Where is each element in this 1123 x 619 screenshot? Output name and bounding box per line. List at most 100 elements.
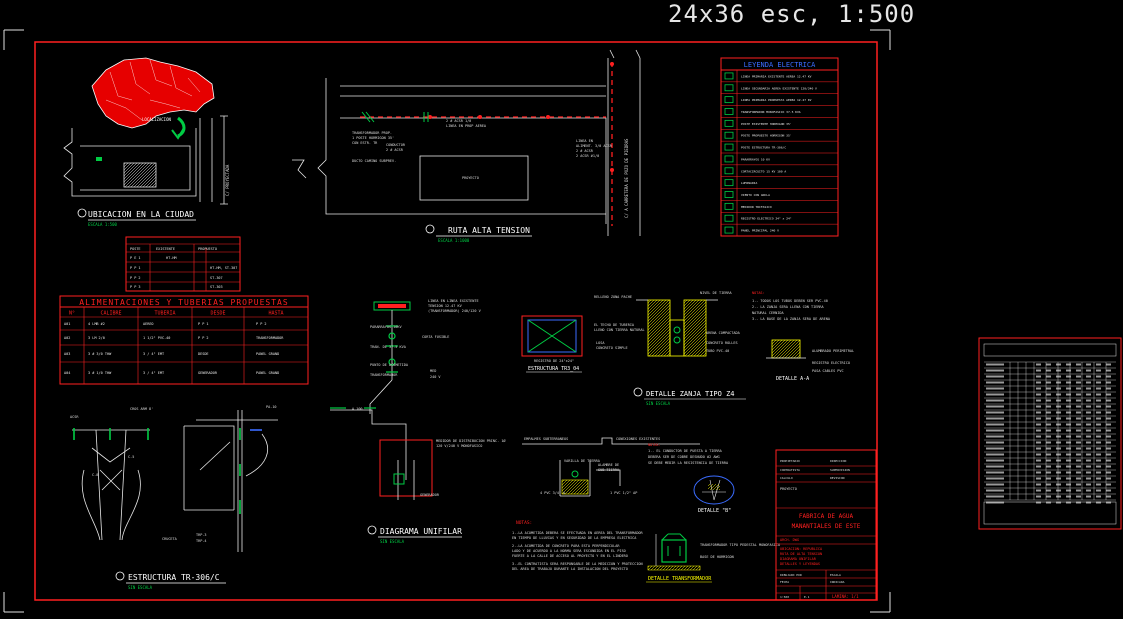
svg-text:1.- TODOS LOS TUBOS DEBEN SER: 1.- TODOS LOS TUBOS DEBEN SER PVC-40	[752, 299, 828, 303]
svg-text:ARCH. DWG: ARCH. DWG	[780, 538, 799, 542]
svg-text:DIRECCION: DIRECCION	[830, 459, 846, 463]
feeders-cell: A03	[64, 352, 70, 356]
schedule-cell	[1086, 465, 1091, 468]
svg-text:RUTA DE ALTA TENSION: RUTA DE ALTA TENSION	[780, 552, 822, 556]
schedule-row-text	[986, 483, 1004, 486]
svg-text:3.- LA BASE DE LA ZANJA SERA D: 3.- LA BASE DE LA ZANJA SERA DE ARENA	[752, 317, 831, 321]
estructura-label: ESTRUCTURA TR-306/C	[128, 573, 220, 582]
schedule-cell	[1096, 471, 1101, 474]
schedule-cell	[1086, 483, 1091, 486]
feeders-cell: 3 # 1/0 THW	[88, 371, 112, 375]
legend-symbol	[724, 155, 734, 163]
schedule-cell	[1076, 393, 1081, 396]
legend-item: VIENTO CON ANCLA	[741, 193, 770, 197]
svg-text:GENERADOR: GENERADOR	[420, 493, 440, 497]
schedule-cell	[1106, 417, 1111, 420]
schedule-cell	[1096, 459, 1101, 462]
svg-text:C/ PROYECTADA: C/ PROYECTADA	[225, 164, 230, 196]
svg-text:SUB TIERRA: SUB TIERRA	[598, 468, 620, 472]
schedule-cell	[1096, 495, 1101, 498]
schedule-row-text	[986, 441, 1004, 444]
svg-text:DETALLES Y LEYENDAS: DETALLES Y LEYENDAS	[780, 562, 820, 566]
svg-text:NOTAS:: NOTAS:	[752, 291, 765, 295]
schedule-cell	[1076, 495, 1081, 498]
svg-text:SIN ESCALA: SIN ESCALA	[380, 539, 405, 544]
svg-text:MEDIDOR DE DISTRIBUCION PRINC.: MEDIDOR DE DISTRIBUCION PRINC. 1Ø	[436, 438, 506, 443]
svg-text:NIVEL DE TIERRA: NIVEL DE TIERRA	[700, 291, 733, 295]
hv-line-dashed	[360, 62, 613, 226]
svg-text:P P 2: P P 2	[130, 276, 141, 280]
schedule-row-text	[986, 429, 1004, 432]
feeders-cell: P P 2	[198, 336, 209, 340]
schedule-row-text	[986, 369, 1004, 372]
schedule-cell	[1096, 417, 1101, 420]
svg-text:REVISION: REVISION	[830, 476, 845, 480]
svg-text:2.-LA ACOMETIDA DE CONCRETO PA: 2.-LA ACOMETIDA DE CONCRETO PARA ESTA PE…	[512, 544, 620, 548]
svg-text:TRANSFORMADOR TIPO PEDESTAL MO: TRANSFORMADOR TIPO PEDESTAL MONOFASICO	[700, 543, 780, 547]
ubicacion-label: UBICACION EN LA CIUDAD	[88, 210, 194, 219]
schedule-cell	[1096, 465, 1101, 468]
schedule-cell	[1056, 489, 1061, 492]
svg-text:TRANSFORMADOR: TRANSFORMADOR	[370, 373, 398, 377]
schedule-cell	[1096, 411, 1101, 414]
svg-text:LOSA: LOSA	[596, 341, 605, 345]
schedule-cell	[1046, 441, 1051, 444]
schedule-cell	[1086, 387, 1091, 390]
schedule-cell	[1066, 369, 1071, 372]
schedule-row-text	[986, 453, 1004, 456]
schedule-cell	[1066, 459, 1071, 462]
svg-text:ESCALA: ESCALA	[830, 573, 841, 577]
schedule-cell	[1096, 381, 1101, 384]
legend-item: TRANSFORMADOR MONOFASICO 37.5 KVA	[741, 110, 801, 114]
svg-text:CROS ARM 8': CROS ARM 8'	[130, 407, 153, 411]
project-name-2: MANANTIALES DE ESTE	[792, 523, 861, 530]
schedule-cell	[1036, 375, 1041, 378]
svg-text:2 # ACSR 1/0: 2 # ACSR 1/0	[446, 119, 471, 123]
schedule-cell	[1086, 405, 1091, 408]
schedule-row-text	[986, 501, 1004, 504]
feeders-header: CALIBRE	[100, 311, 121, 317]
schedule-cell	[1096, 483, 1101, 486]
schedule-cell	[1066, 489, 1071, 492]
schedule-cell	[1086, 363, 1091, 366]
schedule-cell	[1076, 375, 1081, 378]
schedule-cell	[1076, 411, 1081, 414]
svg-text:CALCULO: CALCULO	[780, 476, 793, 480]
schedule-cell	[1066, 501, 1071, 504]
schedule-cell	[1056, 411, 1061, 414]
svg-text:FUERTE A LA CALLE DE ACCESO AL: FUERTE A LA CALLE DE ACCESO AL PROYECTO …	[512, 554, 628, 558]
schedule-cell	[1046, 411, 1051, 414]
schedule-cell	[1076, 429, 1081, 432]
schedule-cell	[1056, 435, 1061, 438]
svg-text:ESCALA 1:1000: ESCALA 1:1000	[438, 238, 470, 243]
schedule-table	[978, 337, 1122, 530]
schedule-cell	[1096, 369, 1101, 372]
trench-detail: RELLENO ZONA PACHE NIVEL DE TIERRA EL TE…	[594, 291, 746, 406]
svg-text:PARARRAYOS 10KV: PARARRAYOS 10KV	[370, 325, 403, 329]
schedule-row-text	[986, 393, 1004, 396]
svg-text:ALAMBRE DE: ALAMBRE DE	[598, 463, 619, 467]
schedule-row-text	[986, 465, 1004, 468]
feeders-cell: DESDE	[198, 352, 209, 356]
schedule-cell	[1046, 459, 1051, 462]
schedule-cell	[1076, 471, 1081, 474]
svg-text:P P 3: P P 3	[130, 285, 141, 289]
schedule-cell	[1076, 465, 1081, 468]
schedule-cell	[1106, 459, 1111, 462]
svg-text:CONCRETO ROLLES: CONCRETO ROLLES	[706, 341, 738, 345]
legend-item: LINEA PRIMARIA EXISTENTE AEREA 12.47 KV	[741, 74, 812, 78]
svg-text:2.- LA ZANJA SERA LLENA CON TI: 2.- LA ZANJA SERA LLENA CON TIERRA	[752, 305, 825, 309]
schedule-cell	[1046, 381, 1051, 384]
schedule-cell	[1066, 453, 1071, 456]
feeders-cell: 4 LMB #2	[88, 322, 105, 326]
feeders-cell: 3 / 4" EMT	[143, 352, 165, 356]
svg-text:ALUMBRADO PERIMETRAL: ALUMBRADO PERIMETRAL	[812, 349, 854, 353]
schedule-cell	[1076, 447, 1081, 450]
feeders-cell: P P 2	[256, 322, 267, 326]
schedule-cell	[1046, 405, 1051, 408]
schedule-cell	[1046, 495, 1051, 498]
schedule-cell	[1066, 399, 1071, 402]
svg-text:PROPUESTO: PROPUESTO	[198, 247, 217, 251]
feeders-cell: PANEL GRAND	[256, 352, 279, 356]
